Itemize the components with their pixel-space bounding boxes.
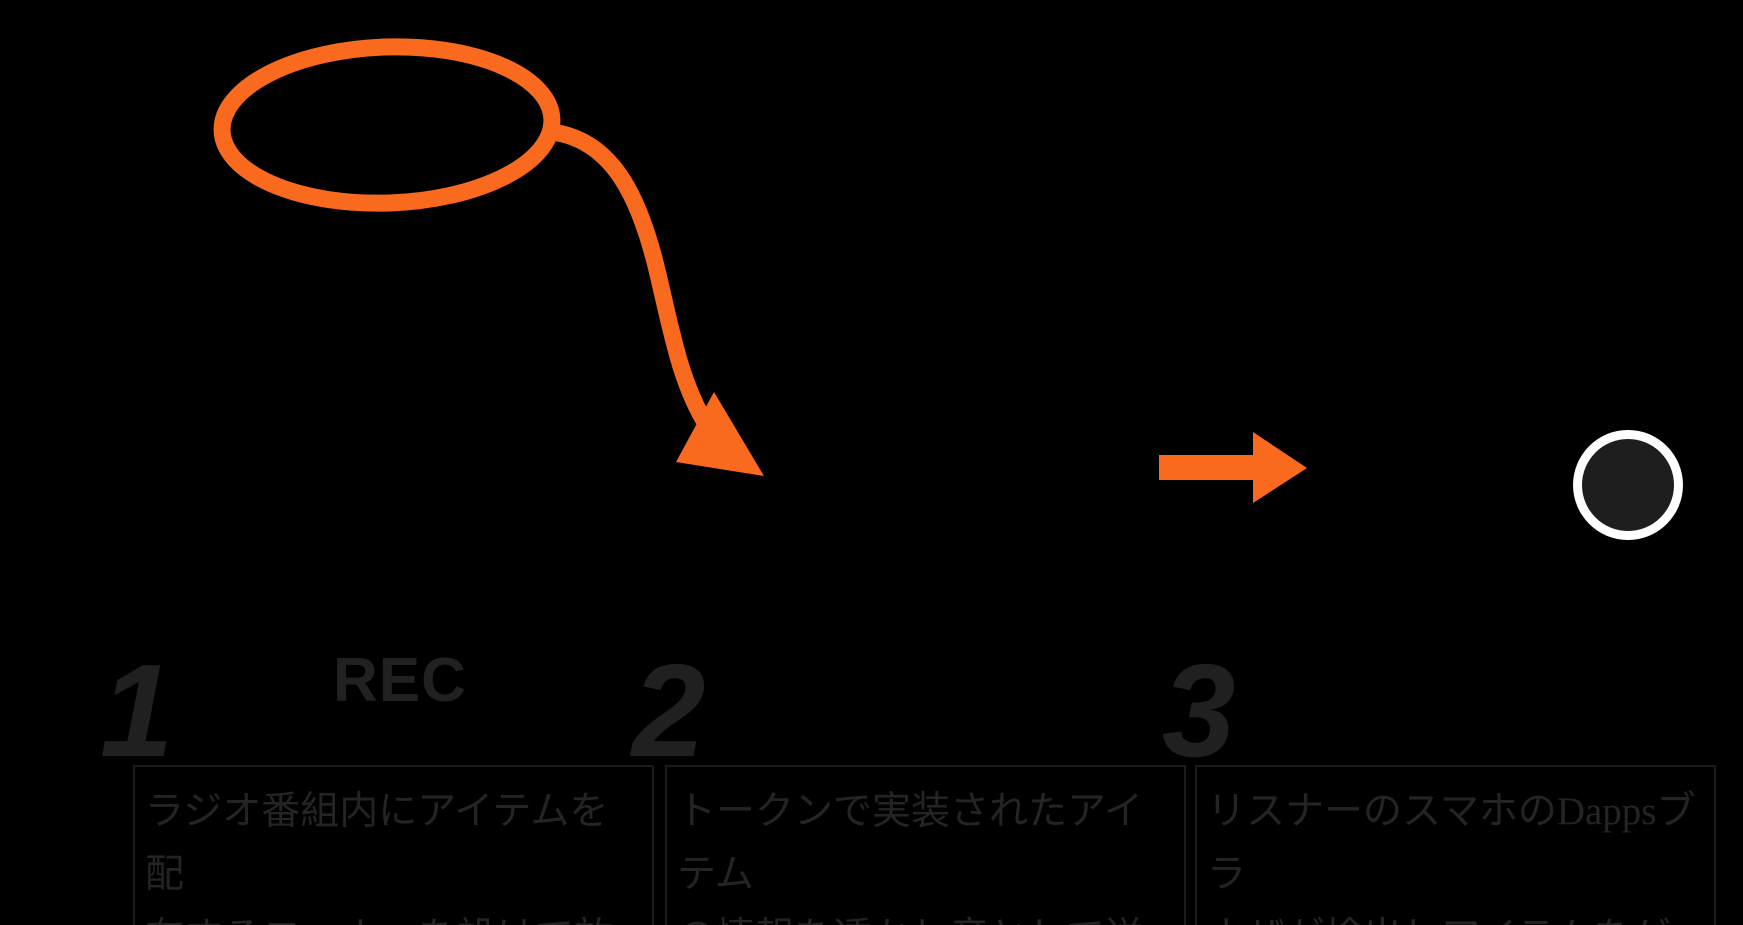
step-number-3: 3 [1162,637,1235,784]
rec-label: REC [333,646,467,715]
hand-drawn-ellipse [213,38,561,212]
step-number-1: 1 [100,637,173,784]
curved-arrow-head-icon [676,392,764,476]
record-dot-inner [1582,439,1674,531]
step-box-1 [133,765,654,925]
step-text-1: ラジオ番組内にアイテムを配 布するコーナーを設けて放送 [145,790,613,925]
step-box-2 [665,765,1186,925]
step-box-3 [1195,765,1716,925]
step-text-3: リスナーのスマホのDappsブラ ウザが検出しアイテムをゲット [1207,790,1696,925]
record-dot [1573,430,1683,540]
straight-arrow-right [1159,432,1307,503]
curved-arrow-down-right [543,123,715,433]
step-text-2: トークンで実装されたアイテム の情報を透かし音として送信 [677,790,1144,925]
step-number-2: 2 [632,637,705,784]
